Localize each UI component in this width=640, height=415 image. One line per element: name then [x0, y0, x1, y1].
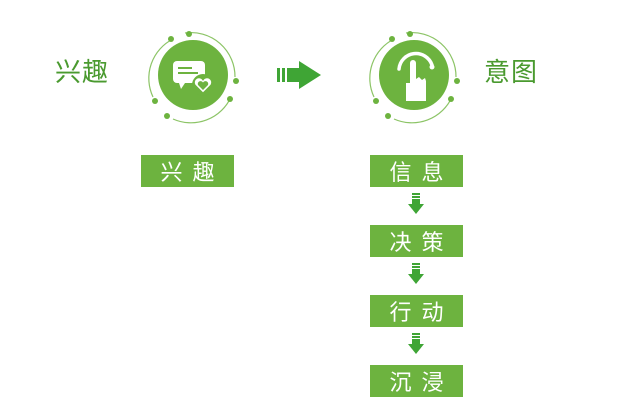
- chat-heart-icon: [148, 31, 239, 124]
- hand-tap-icon: [369, 31, 460, 124]
- step-info-box: 信息: [370, 155, 463, 187]
- interest-circle: [143, 25, 243, 125]
- down-arrow-icon: [408, 333, 424, 354]
- step-immersion-box: 沉浸: [370, 365, 463, 397]
- intent-circle: [364, 25, 464, 125]
- step-action-box: 行动: [370, 295, 463, 327]
- down-arrow-icon: [408, 193, 424, 214]
- interest-title: 兴趣: [55, 58, 110, 88]
- down-arrow-icon: [408, 263, 424, 284]
- step-decision-box: 决策: [370, 225, 463, 257]
- intent-title: 意图: [484, 58, 539, 88]
- right-arrow-icon: [277, 61, 321, 89]
- interest-box: 兴趣: [141, 155, 234, 187]
